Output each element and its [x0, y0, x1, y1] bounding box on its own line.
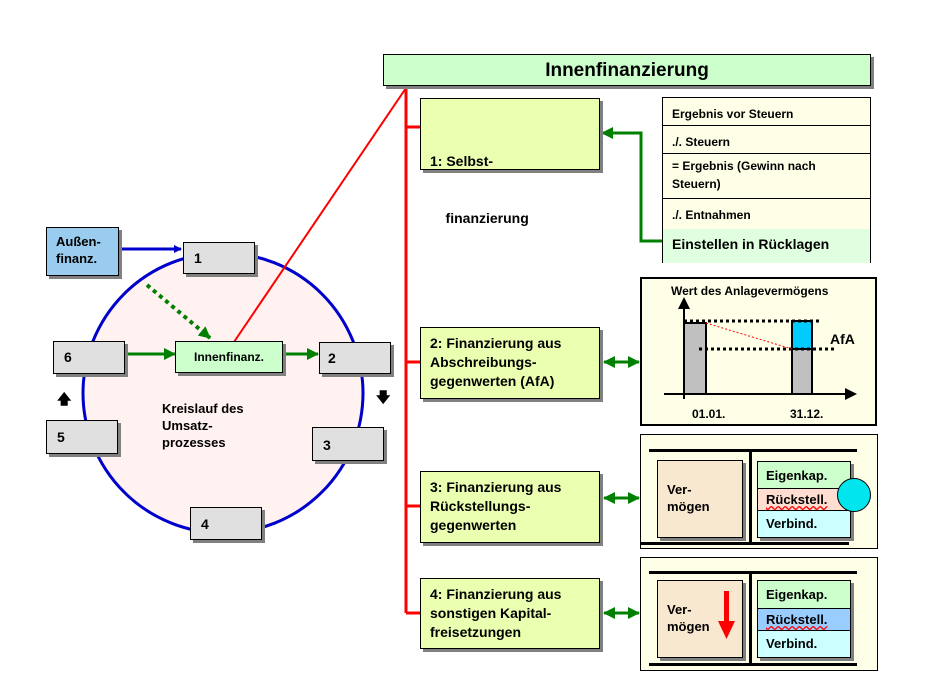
afa-diagram — [664, 297, 857, 400]
liability-verbindlichkeiten: Verbind. — [766, 636, 818, 651]
asset-box: Ver- mögen — [657, 460, 743, 538]
method-line: 2: Finanzierung aus — [430, 335, 562, 351]
bar-start — [683, 322, 707, 395]
liability-eigenkapital: Eigenkap. — [758, 581, 850, 609]
table-row: = Ergebnis (Gewinn nach Steuern) — [663, 154, 870, 199]
x-label-start: 01.01. — [692, 407, 726, 421]
liability-rueckstellungen: Rückstell. — [758, 609, 850, 631]
method-line: sonstigen Kapital- — [430, 605, 552, 621]
method-line: gegenwerten — [430, 517, 517, 533]
afa-label: AfA — [830, 331, 855, 347]
asset-line: mögen — [667, 619, 710, 634]
method-4-kapitalfreisetzung: 4: Finanzierung aus sonstigen Kapital- f… — [420, 578, 600, 649]
step-6: 6 — [53, 341, 125, 374]
method-3-rueckstellungen: 3: Finanzierung aus Rückstellungs- gegen… — [420, 471, 600, 543]
cycle-label-line: prozesses — [162, 435, 226, 450]
afa-panel: Wert des Anlagevermögens AfA 01.01. 31.1… — [640, 277, 877, 426]
step-1: 1 — [183, 242, 255, 274]
asset-line: Ver- — [667, 482, 692, 497]
liability-verbindlichkeiten: Verbind. — [766, 516, 818, 531]
method-line: Abschreibungs- — [430, 354, 537, 370]
bar-end-remaining — [791, 348, 813, 395]
step-4: 4 — [190, 507, 262, 540]
afa-title: Wert des Anlagevermögens — [671, 284, 829, 298]
aussen-line-2: finanz. — [56, 251, 98, 266]
bar-end-afa — [791, 320, 813, 350]
ruecklagen-row: Einstellen in Rücklagen — [663, 229, 870, 263]
arrow-down-icon: 🡇 — [376, 389, 391, 405]
method-line: finanzierung — [430, 210, 529, 226]
aussen-line-1: Außen- — [56, 234, 101, 249]
y-axis-arrow — [678, 297, 690, 309]
cycle-circle — [81, 251, 365, 535]
table-row: Ergebnis vor Steuern — [663, 98, 870, 126]
method-line: 3: Finanzierung aus — [430, 479, 562, 495]
method-line: gegenwerten (AfA) — [430, 373, 555, 389]
method-2-afa: 2: Finanzierung aus Abschreibungs- gegen… — [420, 327, 600, 399]
x-axis-arrow — [845, 388, 857, 400]
step-3: 3 — [312, 427, 384, 461]
innenfinanzierung-node: Innenfinanz. — [175, 341, 283, 373]
bilanz-panel-3: Ver- mögen Eigenkap. Rückstell. Verbind. — [640, 434, 878, 549]
asset-line: mögen — [667, 499, 710, 514]
release-circle — [837, 478, 871, 512]
method-line: 4: Finanzierung aus — [430, 586, 562, 602]
table-row: ./. Steuern — [663, 126, 870, 154]
method-line: Rückstellungs- — [430, 498, 531, 514]
method-line: freisetzungen — [430, 624, 522, 640]
selbstfinanzierung-table: Ergebnis vor Steuern ./. Steuern = Ergeb… — [662, 97, 871, 263]
cycle-label-line: Umsatz- — [162, 418, 213, 433]
method-line: 1: Selbst- — [430, 153, 494, 169]
dotted-arrow — [145, 283, 212, 340]
method-1-selbstfinanzierung: 1: Selbst- finanzierung — [420, 98, 600, 226]
arrow-down-red-icon — [718, 591, 735, 639]
liability-rueckstellungen: Rückstell. — [758, 489, 850, 511]
step-2: 2 — [319, 342, 391, 374]
asset-line: Ver- — [667, 602, 692, 617]
aussenfinanzierung-box: Außen- finanz. — [46, 227, 119, 276]
step-5: 5 — [46, 420, 118, 454]
liability-eigenkapital: Eigenkap. — [758, 462, 850, 489]
x-label-end: 31.12. — [790, 407, 824, 421]
cycle-label: Kreislauf des Umsatz- prozesses — [162, 400, 244, 451]
cycle-label-line: Kreislauf des — [162, 401, 244, 416]
red-zoom-line — [233, 87, 407, 343]
table-row: ./. Entnahmen — [672, 208, 751, 222]
bilanz-panel-4: Ver- mögen Eigenkap. Rückstell. Verbind. — [640, 557, 878, 671]
arrow-up-icon: 🡅 — [57, 391, 72, 407]
liabilities-box: Eigenkap. Rückstell. Verbind. — [757, 580, 851, 658]
liabilities-box: Eigenkap. Rückstell. Verbind. — [757, 461, 851, 538]
ruecklagen-arrow — [601, 127, 662, 243]
page-title: Innenfinanzierung — [383, 54, 871, 86]
